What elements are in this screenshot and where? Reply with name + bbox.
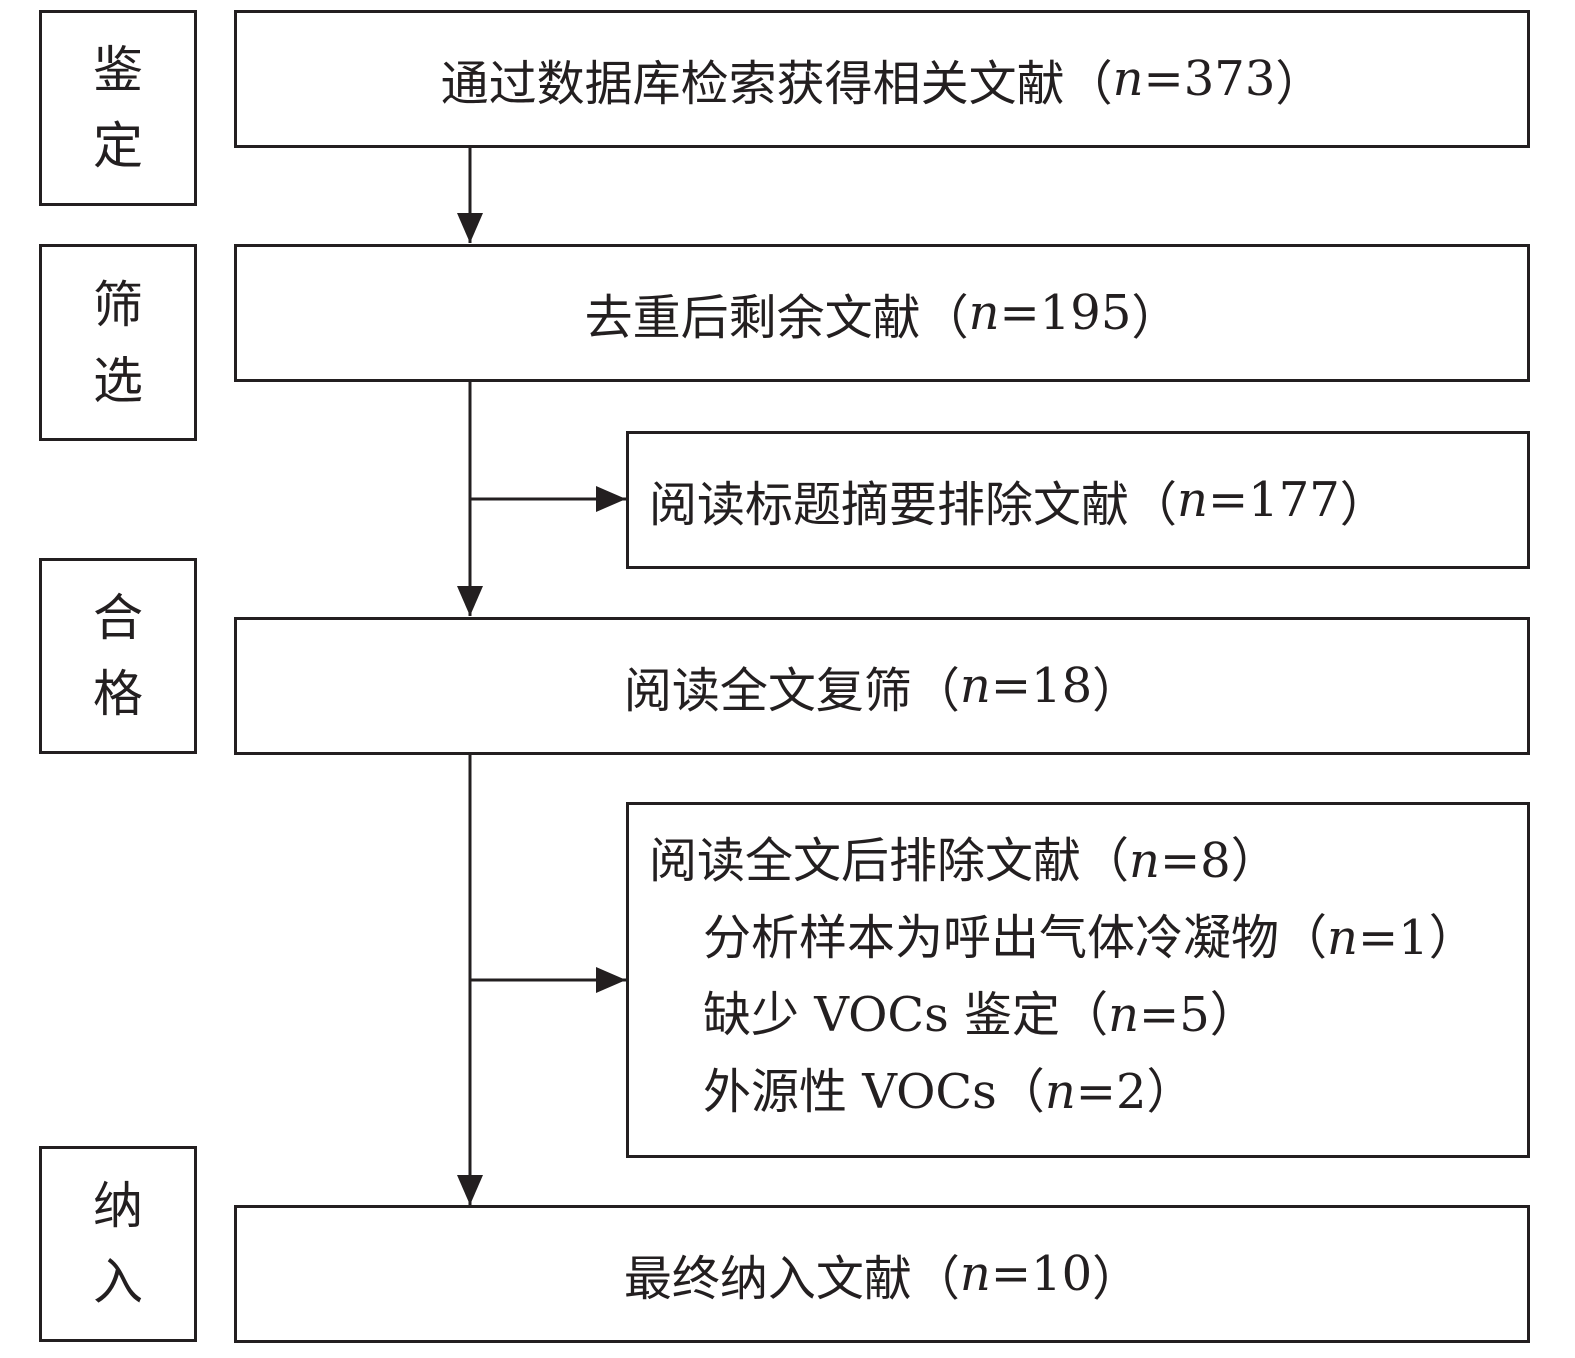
box-excluded-title-abstract: 阅读标题摘要排除文献（n=177） [626,431,1530,569]
n-label: n [959,658,991,714]
box-text: 阅读标题摘要排除文献 [649,477,1130,533]
box-text: 通过数据库检索获得相关文献 [440,56,1065,112]
stage-screening: 筛 选 [39,244,197,441]
stage-inclusion: 纳 入 [39,1146,197,1342]
n-value: 1 [1398,910,1429,966]
n-value: 5 [1179,987,1210,1043]
box-text: 最终纳入文献 [623,1251,912,1307]
box-full-text-review: 阅读全文复筛（n=18） [234,617,1530,755]
arrowhead-dedup [457,213,483,243]
stage-eligibility: 合 格 [39,558,197,754]
box-excluded-full-text: 阅读全文后排除文献（n=8） 分析样本为呼出气体冷凝物（n=1） 缺少 VOCs… [626,802,1530,1158]
n-label: n [1044,1064,1076,1120]
n-value: 177 [1248,472,1340,528]
stage-char: 选 [93,351,143,410]
n-label: n [1112,51,1144,107]
box-text: 阅读全文复筛 [623,663,912,719]
box-final-included: 最终纳入文献（n=10） [234,1205,1530,1343]
stage-char: 格 [93,665,143,723]
n-label: n [968,285,1000,341]
arrowhead-excluded-title [596,486,626,512]
arrowhead-fulltext [457,586,483,616]
n-value: 10 [1031,1246,1093,1302]
n-label: n [1177,472,1208,528]
reason-text: 外源性 VOCs [703,1064,997,1120]
stage-char: 定 [93,117,143,175]
box-after-dedup: 去重后剩余文献（n=195） [234,244,1530,382]
box-text: 去重后剩余文献 [584,290,921,346]
n-value: 2 [1115,1064,1147,1120]
n-label: n [1327,910,1358,966]
box-database-search: 通过数据库检索获得相关文献（n=373） [234,10,1530,148]
box-text: 阅读全文后排除文献 [649,833,1082,889]
reason-text: 分析样本为呼出气体冷凝物 [703,910,1280,966]
exclusion-reason: 分析样本为呼出气体冷凝物（n=1） [703,910,1477,966]
n-label: n [959,1246,991,1302]
stage-identification: 鉴 定 [39,10,197,206]
n-value: 195 [1039,285,1132,341]
stage-char: 筛 [93,275,143,334]
excluded-full-text-heading: 阅读全文后排除文献（n=8） [649,833,1279,889]
stage-char: 纳 [93,1177,143,1235]
stage-char: 合 [93,589,143,647]
arrowhead-excluded-fulltext [596,967,626,993]
stage-char: 鉴 [93,41,143,99]
n-value: 8 [1200,833,1231,889]
reason-text: 缺少 VOCs 鉴定 [703,987,1061,1043]
exclusion-reason: 缺少 VOCs 鉴定（n=5） [703,987,1258,1043]
n-value: 373 [1183,51,1276,107]
stage-char: 入 [93,1253,143,1311]
arrowhead-final [457,1175,483,1205]
n-value: 18 [1031,658,1093,714]
exclusion-reason: 外源性 VOCs（n=2） [703,1064,1195,1120]
n-label: n [1108,987,1139,1043]
n-label: n [1129,833,1160,889]
